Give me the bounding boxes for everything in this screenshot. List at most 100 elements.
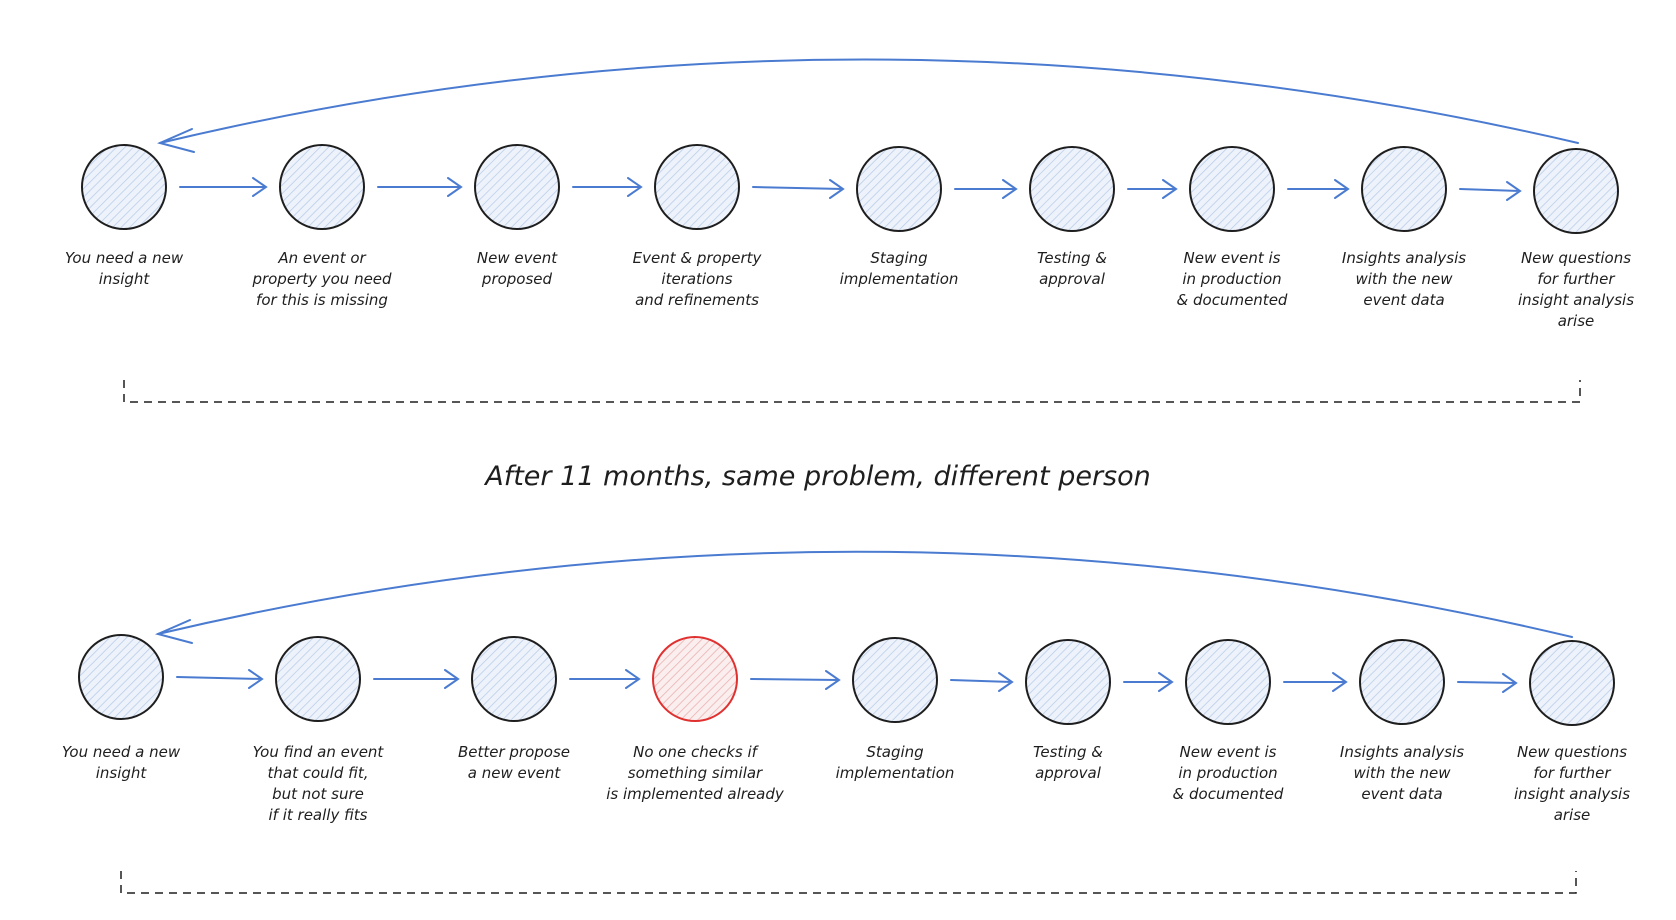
step-label-line: Better propose xyxy=(458,743,570,761)
step-label-line: a new event xyxy=(468,764,562,782)
step-label-line: You find an event xyxy=(253,743,385,761)
step-label: Insights analysis with the new event data xyxy=(1342,249,1466,309)
step-label-line: but not sure xyxy=(272,785,364,803)
step-label-line: arise xyxy=(1558,312,1595,330)
step-label-line: with the new xyxy=(1356,270,1454,288)
step-label-line: Insights analysis xyxy=(1342,249,1466,267)
process-step xyxy=(471,636,557,722)
process-row-after-11-months: You need a new insight You find an event th… xyxy=(62,550,1630,894)
step-label-line: & documented xyxy=(1177,291,1288,309)
process-step xyxy=(852,637,938,723)
section-title: After 11 months, same problem, different… xyxy=(483,461,1151,492)
step-label-line: iterations xyxy=(661,270,732,288)
step-label-line: if it really fits xyxy=(269,806,368,824)
flow-arrow xyxy=(1459,181,1522,201)
flow-arrow xyxy=(950,672,1014,692)
flow-arrow xyxy=(1287,179,1350,199)
step-label-line: with the new xyxy=(1354,764,1452,782)
step-label-line: something similar xyxy=(628,764,763,782)
step-label-line: Staging xyxy=(866,743,923,761)
step-label-line: Event & property xyxy=(633,249,763,267)
flow-arrow xyxy=(572,177,643,197)
process-step xyxy=(275,636,361,722)
step-label-line: approval xyxy=(1035,764,1102,782)
step-label-line: insight analysis xyxy=(1518,291,1634,309)
step-label-line: and refinements xyxy=(635,291,759,309)
process-step xyxy=(81,144,167,230)
process-step xyxy=(1029,146,1115,232)
step-label-line: for further xyxy=(1533,764,1611,782)
timeline-bracket xyxy=(123,380,1581,403)
process-step xyxy=(1361,146,1447,232)
step-label-line: insight xyxy=(96,764,148,782)
flow-arrow xyxy=(569,669,641,689)
loop-back-arrow xyxy=(157,550,1573,638)
step-label-line: arise xyxy=(1554,806,1591,824)
flow-arrow xyxy=(752,179,845,199)
step-label: New questions for further insight analysis… xyxy=(1518,249,1634,330)
flow-arrow xyxy=(1457,673,1518,693)
step-label-line: that could fit, xyxy=(268,764,369,782)
step-label-line: New event is xyxy=(1184,249,1281,267)
step-label: Staging implementation xyxy=(836,743,955,782)
process-step xyxy=(1529,640,1615,726)
flow-arrow xyxy=(176,669,264,689)
process-step xyxy=(1185,639,1271,725)
flow-arrow xyxy=(1123,672,1174,692)
step-label-line: Testing & xyxy=(1033,743,1103,761)
step-label-line: implementation xyxy=(836,764,955,782)
step-label-line: approval xyxy=(1039,270,1106,288)
loop-back-arrow xyxy=(159,58,1579,144)
step-label-line: insight xyxy=(99,270,151,288)
step-label-line: for further xyxy=(1537,270,1615,288)
step-label-line: New questions xyxy=(1521,249,1631,267)
step-label: New event is in production & documented xyxy=(1173,743,1284,803)
step-label-line: New event is xyxy=(1180,743,1277,761)
step-label-line: Insights analysis xyxy=(1340,743,1464,761)
flow-arrow xyxy=(179,177,268,197)
step-label-line: in production xyxy=(1182,270,1281,288)
step-label: An event or property you need for this is … xyxy=(251,249,392,309)
flow-arrow xyxy=(373,669,460,689)
step-label-line: proposed xyxy=(481,270,553,288)
process-step xyxy=(654,144,740,230)
step-label: Insights analysis with the new event data xyxy=(1340,743,1464,803)
step-label-line: You need a new xyxy=(62,743,181,761)
flow-arrow xyxy=(750,670,841,690)
process-step xyxy=(1359,639,1445,725)
step-label: You need a new insight xyxy=(62,743,181,782)
step-label-line: An event or xyxy=(277,249,366,267)
step-label-line: & documented xyxy=(1173,785,1284,803)
loop-back-arrowhead xyxy=(154,619,193,644)
step-label-line: implementation xyxy=(840,270,959,288)
timeline-bracket xyxy=(120,871,1577,894)
step-label-line: is implemented already xyxy=(606,785,785,803)
flow-arrow xyxy=(1127,179,1178,199)
process-step-highlighted xyxy=(652,636,738,722)
step-label: Better propose a new event xyxy=(458,743,570,782)
step-label-line: Testing & xyxy=(1037,249,1107,267)
step-label-line: No one checks if xyxy=(633,743,760,761)
step-label: Testing & approval xyxy=(1033,743,1103,782)
step-label: Event & property iterations and refinement… xyxy=(633,249,763,309)
step-label-line: event data xyxy=(1363,291,1444,309)
step-label: New event is in production & documented xyxy=(1177,249,1288,309)
step-label-line: for this is missing xyxy=(256,291,388,309)
process-step xyxy=(856,146,942,232)
step-label-line: property you need xyxy=(251,270,392,288)
process-step xyxy=(78,634,164,720)
flow-arrow xyxy=(954,179,1018,199)
process-step xyxy=(1189,146,1275,232)
step-label: Testing & approval xyxy=(1037,249,1107,288)
process-step xyxy=(474,144,560,230)
step-label-line: in production xyxy=(1178,764,1277,782)
step-label-line: event data xyxy=(1361,785,1442,803)
step-label: No one checks if something similar is impl… xyxy=(606,743,785,803)
process-step xyxy=(1025,639,1111,725)
